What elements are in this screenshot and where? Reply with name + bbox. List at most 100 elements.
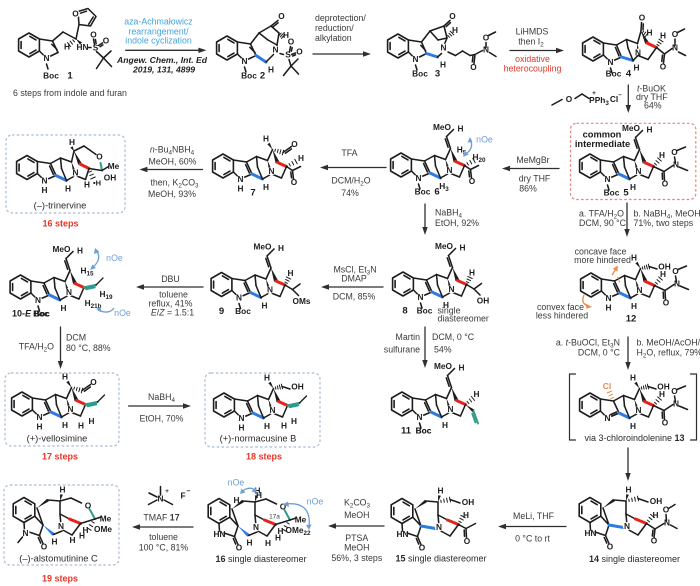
svg-text:O: O <box>469 176 476 186</box>
svg-text:H: H <box>61 303 67 313</box>
svg-text:54%: 54% <box>434 345 452 355</box>
svg-text:Martin: Martin <box>396 332 421 342</box>
svg-text:HN: HN <box>397 529 409 539</box>
svg-text:O: O <box>662 179 669 189</box>
svg-text:O: O <box>464 536 471 546</box>
svg-text:convex face: convex face <box>537 302 584 312</box>
svg-text:O: O <box>419 543 426 553</box>
svg-text:15 single diastereomer: 15 single diastereomer <box>396 554 487 564</box>
svg-text:14 single diastereomer: 14 single diastereomer <box>589 554 680 564</box>
svg-text:MeMgBr: MeMgBr <box>516 155 549 165</box>
svg-text:reflux, 41%: reflux, 41% <box>148 299 192 309</box>
svg-text:OH: OH <box>462 497 474 507</box>
svg-text:Cl: Cl <box>610 94 618 104</box>
svg-text:MeO: MeO <box>435 241 454 251</box>
svg-text:N: N <box>267 285 273 295</box>
svg-text:then I2: then I2 <box>518 37 544 49</box>
svg-text:O: O <box>41 542 48 552</box>
svg-text:H: H <box>60 485 66 495</box>
svg-text:Boc: Boc <box>417 306 433 316</box>
svg-text:H: H <box>630 373 636 383</box>
svg-text:H19: H19 <box>99 289 113 301</box>
svg-text:H: H <box>62 372 68 382</box>
svg-text:Boc: Boc <box>415 187 431 197</box>
svg-text:N: N <box>242 56 248 66</box>
svg-text:O: O <box>296 47 303 57</box>
svg-text:N: N <box>605 413 611 423</box>
svg-text:dry THF: dry THF <box>636 92 668 102</box>
svg-text:H: H <box>275 533 281 543</box>
svg-text:N: N <box>236 293 242 303</box>
svg-text:H: H <box>89 416 95 426</box>
svg-text:MeLi, THF: MeLi, THF <box>513 511 555 521</box>
svg-text:PPh3: PPh3 <box>589 95 609 107</box>
svg-text:H: H <box>247 538 253 548</box>
svg-text:H: H <box>79 531 85 541</box>
svg-text:EtOH, 70%: EtOH, 70% <box>139 414 183 424</box>
svg-text:H: H <box>298 153 304 163</box>
svg-text:H: H <box>62 420 68 430</box>
svg-text:HN: HN <box>585 528 597 538</box>
svg-text:O: O <box>672 29 679 39</box>
svg-text:TMAF 17: TMAF 17 <box>143 513 179 523</box>
svg-text:O: O <box>449 11 456 21</box>
svg-text:n-Bu4NBH4: n-Bu4NBH4 <box>150 145 195 157</box>
svg-text:7: 7 <box>250 188 255 199</box>
svg-text:H: H <box>263 134 269 144</box>
svg-text:OH: OH <box>104 173 116 183</box>
svg-text:intermediate: intermediate <box>575 139 630 149</box>
svg-text:MeO: MeO <box>53 244 72 254</box>
svg-text:O: O <box>651 536 658 546</box>
svg-text:O: O <box>660 62 667 72</box>
svg-text:b. MeOH/AcOH/: b. MeOH/AcOH/ <box>637 338 700 348</box>
svg-text:9: 9 <box>219 306 224 317</box>
svg-text:H: H <box>78 421 84 431</box>
svg-text:diastereomer: diastereomer <box>438 314 489 324</box>
svg-text:H: H <box>70 535 76 545</box>
svg-text:O: O <box>236 543 243 553</box>
svg-text:H: H <box>626 485 632 495</box>
svg-text:OH: OH <box>477 296 489 306</box>
svg-text:indole cyclization: indole cyclization <box>125 36 192 46</box>
svg-text:N: N <box>441 43 447 53</box>
svg-text:N: N <box>636 166 642 176</box>
svg-text:common: common <box>583 130 622 140</box>
svg-text:Boc: Boc <box>235 306 251 316</box>
svg-text:H: H <box>647 28 653 38</box>
svg-text:MeOH: MeOH <box>344 510 369 520</box>
svg-text:H: H <box>659 150 665 160</box>
svg-text:Boc: Boc <box>34 309 50 319</box>
svg-text:O: O <box>671 147 678 157</box>
svg-text:HN: HN <box>214 529 226 539</box>
svg-text:12: 12 <box>626 314 637 325</box>
svg-text:O: O <box>483 33 490 43</box>
svg-text:HN: HN <box>77 42 89 52</box>
svg-text:OMe22: OMe22 <box>286 525 311 537</box>
svg-text:N: N <box>636 405 642 415</box>
svg-text:nOe: nOe <box>114 308 131 318</box>
svg-text:N: N <box>35 295 41 305</box>
svg-text:86%: 86% <box>519 184 537 194</box>
svg-text:N: N <box>449 284 455 294</box>
svg-text:N: N <box>270 405 276 415</box>
svg-text:DCM: DCM <box>66 333 86 343</box>
svg-text:toluene: toluene <box>149 532 178 542</box>
svg-text:4: 4 <box>626 69 632 80</box>
svg-text:N: N <box>483 45 489 55</box>
svg-text:toluene: toluene <box>159 290 188 300</box>
svg-text:H: H <box>283 30 289 40</box>
svg-text:H: H <box>265 538 271 548</box>
svg-text:17 steps: 17 steps <box>42 452 78 462</box>
svg-text:6 steps from indole and furan: 6 steps from indole and furan <box>13 88 127 98</box>
svg-text:H: H <box>440 60 446 70</box>
svg-text:DMAP: DMAP <box>341 274 367 284</box>
svg-text:16 single diastereomer: 16 single diastereomer <box>216 554 307 564</box>
svg-text:+: + <box>165 488 169 495</box>
svg-text:N: N <box>158 494 164 504</box>
svg-text:O: O <box>72 9 79 19</box>
svg-text:71%, two steps: 71%, two steps <box>634 218 694 228</box>
svg-text:–: – <box>618 92 622 99</box>
svg-text:N: N <box>23 528 29 538</box>
svg-text:nOe: nOe <box>476 135 493 145</box>
svg-text:O: O <box>607 542 614 552</box>
